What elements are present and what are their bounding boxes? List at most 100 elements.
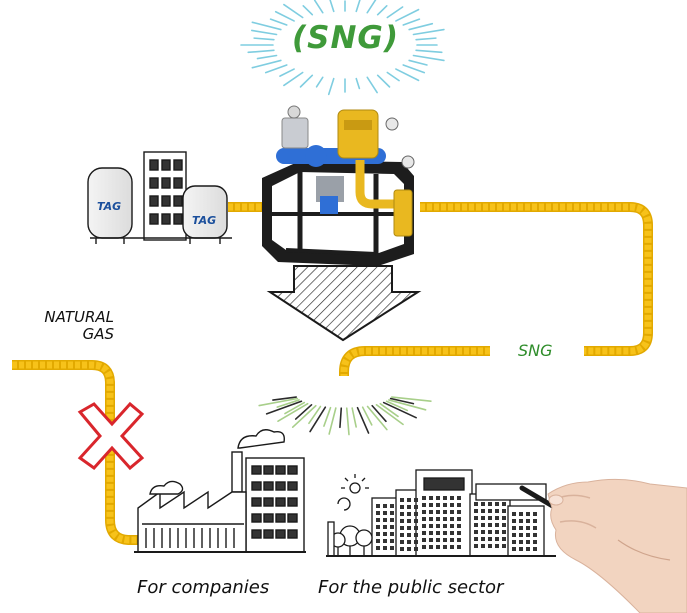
burst-ray	[339, 407, 343, 429]
title-ray	[302, 4, 314, 16]
building-window	[383, 518, 387, 522]
building-window	[495, 544, 499, 548]
building-window	[526, 512, 530, 516]
building-window	[436, 503, 440, 507]
title-ray	[376, 74, 391, 88]
title-ray	[250, 29, 278, 36]
building-window	[390, 511, 394, 515]
building-window	[533, 540, 537, 544]
building-window	[474, 544, 478, 548]
building-window	[390, 546, 394, 550]
building-window	[526, 540, 530, 544]
building-window	[481, 502, 485, 506]
building-window	[400, 505, 404, 509]
building-window	[450, 503, 454, 507]
sng-title: (SNG)	[291, 20, 400, 56]
building-window	[495, 502, 499, 506]
building-window	[474, 516, 478, 520]
building-window	[414, 533, 418, 537]
building-window	[519, 512, 523, 516]
building-window	[407, 505, 411, 509]
building-window	[481, 537, 485, 541]
building-window	[400, 512, 404, 516]
title-ray	[283, 3, 304, 19]
building-window	[390, 504, 394, 508]
building-window	[526, 547, 530, 551]
burst-ray	[258, 397, 299, 407]
building-window	[488, 509, 492, 513]
burst-ray	[309, 406, 327, 433]
building-window	[526, 526, 530, 530]
building-window	[533, 533, 537, 537]
burst-ray	[379, 402, 399, 418]
building-window	[443, 510, 447, 514]
building-window	[450, 524, 454, 528]
building-window	[526, 519, 530, 523]
building-window	[429, 496, 433, 500]
building-window	[488, 530, 492, 534]
burst-ray	[366, 405, 388, 431]
building-window	[407, 540, 411, 544]
building-window	[422, 538, 426, 542]
building-window	[429, 517, 433, 521]
building-window	[407, 533, 411, 537]
building-window	[512, 533, 516, 537]
building-window	[376, 532, 380, 536]
building-window	[390, 539, 394, 543]
building-window	[407, 512, 411, 516]
title-ray	[366, 76, 378, 94]
natural-gas-label-line2: GAS	[82, 325, 114, 343]
building-window	[502, 523, 506, 527]
building-window	[422, 517, 426, 521]
building-window	[436, 517, 440, 521]
building-window	[457, 545, 461, 549]
building-window	[502, 516, 506, 520]
title-ray	[376, 4, 388, 16]
building-window	[488, 537, 492, 541]
gas-plant-illustration	[87, 151, 232, 244]
title-ray	[415, 37, 437, 41]
burst-ray	[276, 399, 300, 408]
building-window	[495, 537, 499, 541]
burst-ray	[284, 401, 306, 415]
title-ray	[395, 68, 420, 82]
building-window	[429, 524, 433, 528]
tank-logo-right: TAG	[192, 214, 216, 227]
title-ray	[415, 49, 443, 54]
building-window	[519, 526, 523, 530]
title-ray	[412, 54, 445, 62]
burst-ray	[277, 402, 309, 422]
burst-ray	[361, 406, 373, 426]
building-window	[414, 519, 418, 523]
building-window	[414, 547, 418, 551]
building-window	[450, 545, 454, 549]
burst-ray	[323, 406, 332, 427]
building-window	[429, 545, 433, 549]
building-window	[383, 504, 387, 508]
building-window	[450, 517, 454, 521]
building-window	[474, 523, 478, 527]
title-ray	[264, 64, 288, 74]
burst-ray	[272, 396, 297, 401]
building-window	[422, 545, 426, 549]
building-window	[407, 519, 411, 523]
building-window	[407, 498, 411, 502]
building-window	[502, 537, 506, 541]
building-window	[457, 524, 461, 528]
building-window	[533, 547, 537, 551]
building-window	[414, 540, 418, 544]
title-ray	[269, 18, 288, 26]
title-ray	[315, 76, 324, 88]
building-window	[422, 524, 426, 528]
burst-ray	[371, 404, 387, 423]
building-window	[481, 544, 485, 548]
building-window	[436, 524, 440, 528]
title-ray	[402, 64, 426, 74]
burst-ray	[308, 405, 322, 425]
building-window	[519, 540, 523, 544]
building-window	[495, 530, 499, 534]
building-window	[443, 538, 447, 542]
building-window	[376, 511, 380, 515]
title-ray	[274, 10, 295, 22]
burst-ray	[385, 400, 409, 412]
